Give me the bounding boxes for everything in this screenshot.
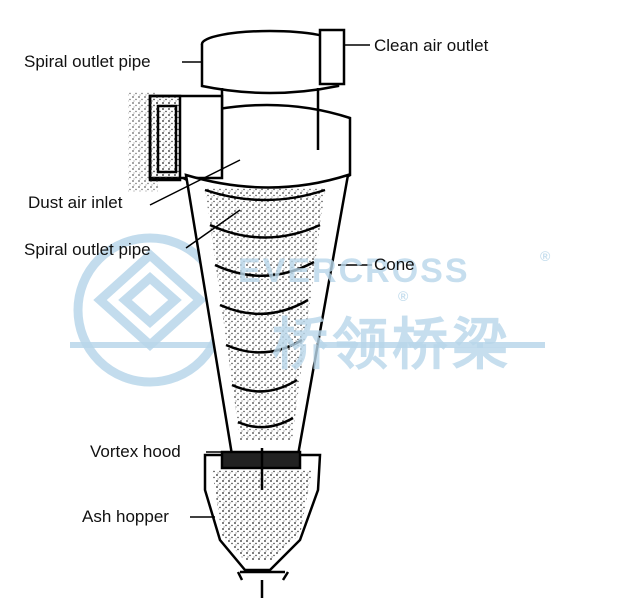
label-dust-air-inlet: Dust air inlet [28,193,123,212]
label-clean-air-outlet: Clean air outlet [374,36,489,55]
leader-lines [149,44,372,518]
label-cone: Cone [374,255,415,274]
ash-hopper-body [203,448,322,598]
clean-air-outlet-duct [200,28,346,95]
watermark-brand-cn: 桥领桥梁 [272,313,512,376]
dust-air-inlet-duct [128,92,224,192]
watermark-registered-mark: ® [540,248,551,264]
label-spiral-outlet-pipe-mid: Spiral outlet pipe [24,240,151,259]
label-vortex-hood: Vortex hood [90,442,181,461]
label-ash-hopper: Ash hopper [82,507,169,526]
cone-body [184,173,350,457]
watermark-registered-mark-cn: ® [398,288,409,304]
label-spiral-outlet-pipe-top: Spiral outlet pipe [24,52,151,71]
watermark-brand-en: EVERCROSS [238,252,470,290]
